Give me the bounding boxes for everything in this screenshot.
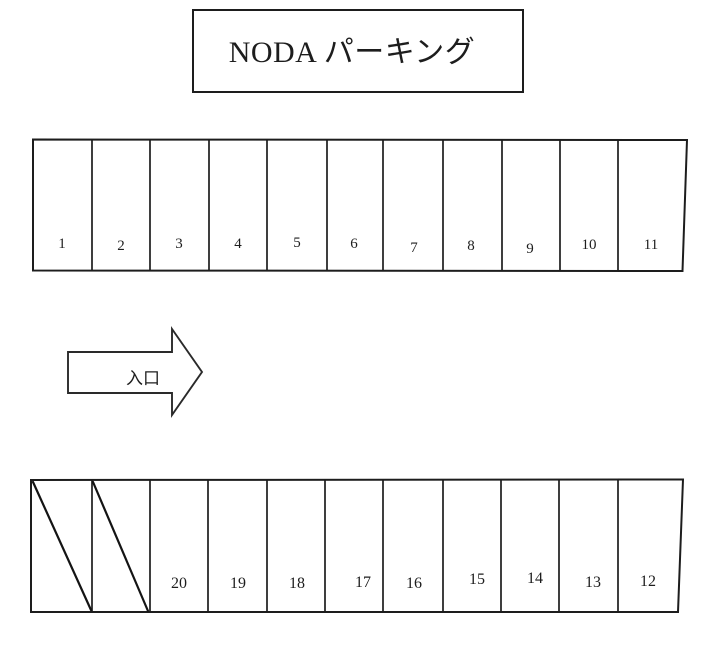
- parking-space-number: 14: [527, 570, 543, 587]
- parking-space-number: 8: [467, 238, 475, 254]
- blocked-space-cross-line: [31, 480, 93, 612]
- parking-space-number: 19: [230, 575, 246, 592]
- parking-space-number: 11: [644, 237, 658, 253]
- title-box: NODA パーキング: [192, 9, 524, 93]
- parking-space-number: 9: [526, 241, 534, 257]
- parking-space-number: 2: [117, 238, 125, 254]
- entrance-arrow: 入口: [67, 325, 204, 419]
- blocked-space-cross-line: [91, 480, 150, 613]
- title-box-border: [192, 9, 524, 93]
- bottom-row-outline: [30, 478, 685, 613]
- parking-space-number: 5: [293, 235, 301, 251]
- bottom-parking-row: 20 19 18 17 16 15 14 13 12: [30, 478, 685, 613]
- entrance-label: 入口: [126, 369, 160, 388]
- parking-space-number: 15: [469, 571, 485, 588]
- parking-space-number: 17: [355, 574, 371, 591]
- parking-space-number: 1: [58, 236, 66, 252]
- parking-space-number: 12: [640, 573, 656, 590]
- parking-space-number: 13: [585, 574, 601, 591]
- top-parking-row: 1 2 3 4 5 6 7 8 9 10 11: [32, 138, 689, 273]
- parking-space-number: 6: [350, 236, 358, 252]
- parking-space-number: 16: [406, 575, 422, 592]
- parking-space-number: 4: [234, 236, 242, 252]
- parking-space-number: 18: [289, 575, 305, 592]
- parking-space-number: 20: [171, 575, 187, 592]
- entrance-arrow-icon: [67, 325, 204, 419]
- parking-space-number: 3: [175, 236, 183, 252]
- parking-space-number: 7: [410, 240, 418, 256]
- top-row-outline: [32, 138, 689, 273]
- parking-lot-title: NODA パーキング: [229, 36, 476, 69]
- parking-space-number: 10: [582, 237, 597, 253]
